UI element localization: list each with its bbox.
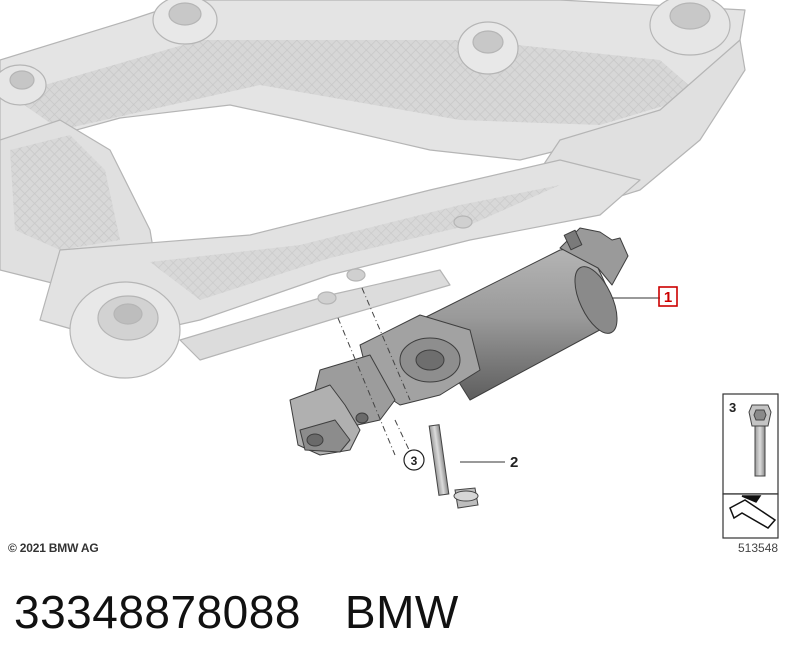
footer-caption: 33348878088 BMW xyxy=(14,585,459,645)
callout-1: 1 xyxy=(658,286,678,307)
callout-2-label: 2 xyxy=(510,454,518,471)
callout-leaders xyxy=(460,297,660,463)
diagram-image-number: 513548 xyxy=(738,541,779,555)
legend-callout-3-label: 3 xyxy=(729,400,736,415)
fastener-legend: 3 xyxy=(722,393,779,539)
assembly-guide-lines xyxy=(337,287,411,456)
rear-axle-steering-actuator xyxy=(289,227,629,456)
rear-subframe xyxy=(0,0,746,379)
callout-3-label: 3 xyxy=(411,454,418,468)
installation-note-icon xyxy=(729,495,777,529)
torx-bolt-icon xyxy=(748,404,772,477)
brand-name: BMW xyxy=(344,586,459,638)
copyright-notice: © 2021 BMW AG xyxy=(8,541,99,555)
parts-diagram: 1 2 3 3 xyxy=(0,0,779,539)
hex-bolt-part-2 xyxy=(428,424,479,509)
callout-1-label: 1 xyxy=(664,289,672,306)
part-number: 33348878088 xyxy=(14,586,301,638)
callout-3: 3 xyxy=(403,449,425,471)
